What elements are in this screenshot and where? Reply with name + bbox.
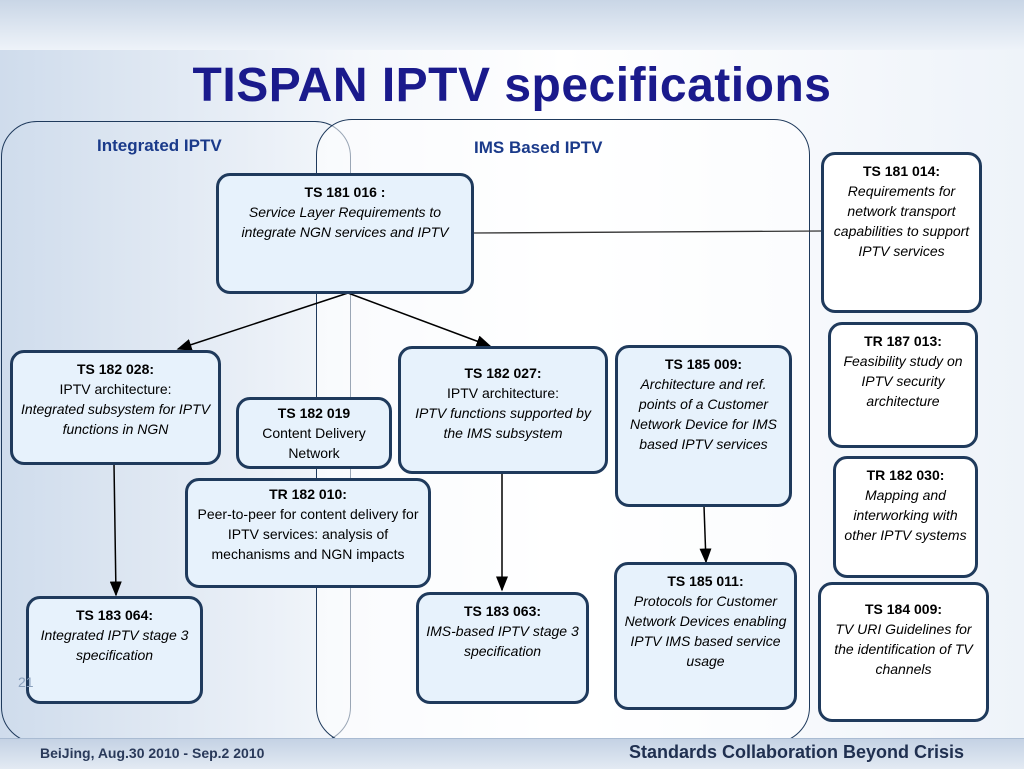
arrow-181016-to-182027 [347, 292, 492, 347]
slide-title: TISPAN IPTV specifications [192, 59, 832, 112]
tr182030-desc: Mapping and interworking with other IPTV… [844, 487, 967, 543]
tr187013-code: TR 187 013: [864, 333, 942, 349]
footer-bar: BeiJing, Aug.30 2010 - Sep.2 2010 Standa… [0, 738, 1024, 769]
box-ts181014: TS 181 014: Requirements for network tra… [821, 152, 982, 313]
ts183064-code: TS 183 064: [75, 607, 154, 623]
box-ts185009: TS 185 009: Architecture and ref. points… [615, 345, 792, 507]
box-ts182028: TS 182 028: IPTV architecture: Integrate… [10, 350, 221, 465]
tr182030-code: TR 182 030: [866, 467, 945, 483]
arrow-181016-to-182028 [176, 292, 349, 351]
ts182028-desc: Integrated subsystem for IPTV functions … [20, 401, 211, 437]
ts182019-plain: Content Delivery Network [262, 425, 366, 461]
ts184009-desc: TV URI Guidelines for the identification… [834, 621, 973, 677]
box-tr182010: TR 182 010: Peer-to-peer for content del… [185, 478, 431, 588]
ts181014-desc: Requirements for network transport capab… [833, 183, 970, 259]
ts182027-desc: IPTV functions supported by the IMS subs… [415, 405, 591, 441]
box-ts184009: TS 184 009: TV URI Guidelines for the id… [818, 582, 989, 722]
ts181014-code: TS 181 014: [862, 163, 941, 179]
ts182027-plain: IPTV architecture: [446, 385, 560, 401]
arrow-185009-to-185011 [699, 505, 712, 564]
box-ts181016: TS 181 016 : Service Layer Requirements … [216, 173, 474, 294]
ims-iptv-label: IMS Based IPTV [474, 138, 603, 157]
box-tr182030: TR 182 030: Mapping and interworking wit… [833, 456, 978, 578]
box-tr187013: TR 187 013: Feasibility study on IPTV se… [828, 322, 978, 448]
box-ts183064: TS 183 064: Integrated IPTV stage 3 spec… [26, 596, 203, 704]
ts185009-desc: Architecture and ref. points of a Custom… [629, 376, 778, 452]
tr182010-code: TR 182 010: [269, 486, 347, 502]
integrated-iptv-label: Integrated IPTV [97, 136, 222, 155]
ts182019-code: TS 182 019 [277, 405, 351, 421]
ts182028-code: TS 182 028: [76, 361, 155, 377]
box-ts182019: TS 182 019 Content Delivery Network [236, 397, 392, 469]
line-181016-to-181014 [471, 230, 823, 234]
tr187013-desc: Feasibility study on IPTV security archi… [843, 353, 963, 409]
footer-slogan: Standards Collaboration Beyond Crisis [628, 742, 964, 762]
ts182027-code: TS 182 027: [464, 365, 542, 381]
tr182010-plain: Peer-to-peer for content delivery for IP… [197, 506, 419, 562]
ts184009-code: TS 184 009: [864, 601, 943, 617]
ts181016-desc: Service Layer Requirements to integrate … [241, 204, 449, 240]
ts182028-plain: IPTV architecture: [59, 381, 172, 397]
box-ts185011: TS 185 011: Protocols for Customer Netwo… [614, 562, 797, 710]
box-ts182027: TS 182 027: IPTV architecture: IPTV func… [398, 346, 608, 474]
ts181016-code: TS 181 016 : [304, 184, 386, 200]
box-ts183063: TS 183 063: IMS-based IPTV stage 3 speci… [416, 592, 589, 704]
ts185011-desc: Protocols for Customer Network Devices e… [624, 593, 787, 669]
ts183063-code: TS 183 063: [463, 603, 542, 619]
ts183063-desc: IMS-based IPTV stage 3 specification [426, 623, 579, 659]
arrow-182028-to-183064 [109, 463, 122, 597]
ts183064-desc: Integrated IPTV stage 3 specification [40, 627, 189, 663]
ts185011-code: TS 185 011: [667, 573, 744, 589]
footer-event-date: BeiJing, Aug.30 2010 - Sep.2 2010 [40, 745, 265, 761]
page-number: 21 [18, 674, 34, 690]
ts185009-code: TS 185 009: [664, 356, 743, 372]
